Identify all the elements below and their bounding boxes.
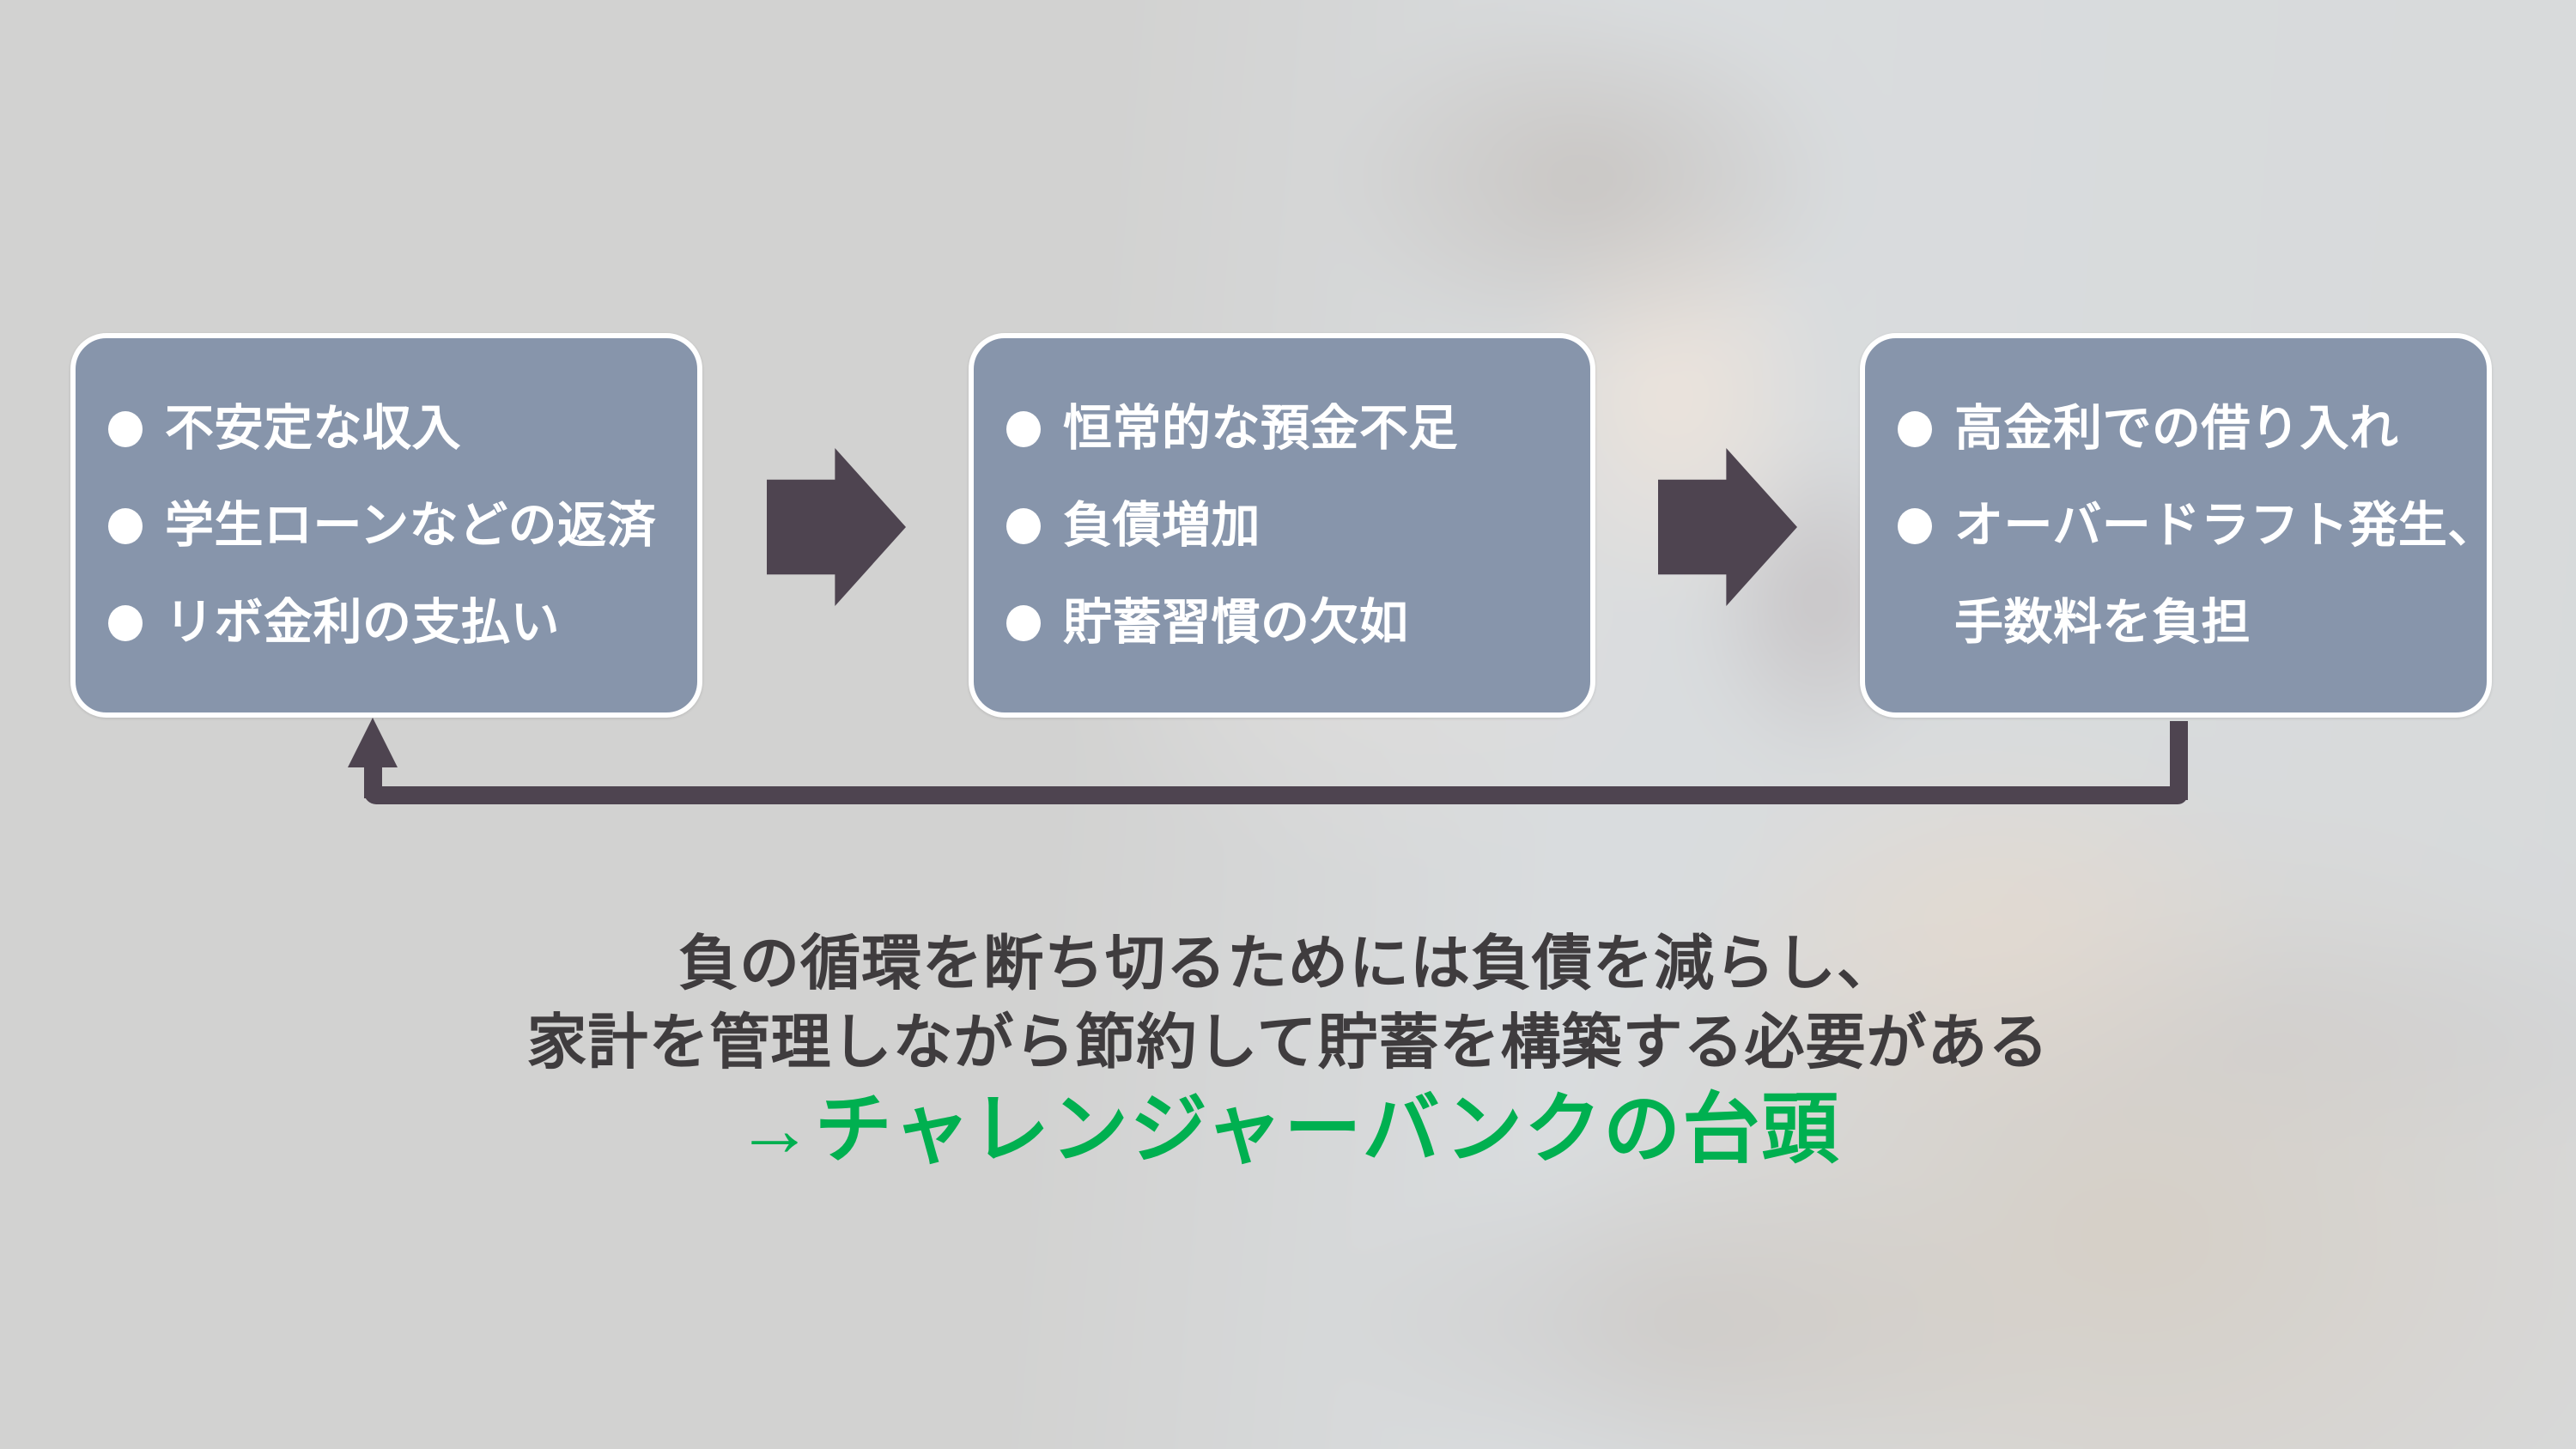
list-item: オーバードラフト発生、 手数料を負担 bbox=[1898, 477, 2492, 671]
list-item: 恒常的な預金不足 bbox=[1006, 380, 1573, 477]
up-arrowhead-icon bbox=[348, 718, 398, 767]
bullet-text: リボ金利の支払い bbox=[165, 594, 560, 650]
summary-line-1: 負の循環を断ち切るためには負債を減らし、 bbox=[678, 930, 1898, 997]
bullet-text: オーバードラフト発生、 手数料を負担 bbox=[1954, 497, 2492, 650]
bullet-icon bbox=[108, 604, 143, 641]
bullet-text: 高金利での借り入れ bbox=[1954, 400, 2399, 456]
loop-segment-horizontal bbox=[364, 786, 2188, 804]
list-item: 貯蓄習慣の欠如 bbox=[1006, 574, 1573, 671]
list-item: 負債増加 bbox=[1006, 477, 1573, 574]
bullet-icon bbox=[1006, 507, 1041, 544]
bullet-icon bbox=[1006, 604, 1041, 641]
bullet-list: 高金利での借り入れ オーバードラフト発生、 手数料を負担 bbox=[1865, 380, 2492, 671]
bullet-text: 学生ローンなどの返済 bbox=[165, 497, 657, 553]
loop-segment-right-vertical bbox=[2170, 721, 2188, 800]
bullet-icon bbox=[1006, 410, 1041, 447]
bullet-icon bbox=[1898, 410, 1932, 447]
bullet-text: 貯蓄習慣の欠如 bbox=[1063, 594, 1409, 650]
bullet-list: 不安定な収入 学生ローンなどの返済 リボ金利の支払い bbox=[76, 380, 697, 671]
list-item: 高金利での借り入れ bbox=[1898, 380, 2487, 477]
bullet-icon bbox=[108, 507, 143, 544]
loop-segment-left-vertical bbox=[364, 762, 382, 798]
bullet-list: 恒常的な預金不足 負債増加 貯蓄習慣の欠如 bbox=[974, 380, 1590, 671]
bullet-icon bbox=[1898, 507, 1932, 544]
flow-box-deposit-shortage: 恒常的な預金不足 負債増加 貯蓄習慣の欠如 bbox=[969, 333, 1595, 718]
bullet-icon bbox=[108, 410, 143, 447]
summary-text-block: 負の循環を断ち切るためには負債を減らし、 家計を管理しながら節約して貯蓄を構築す… bbox=[0, 924, 2576, 1178]
bullet-text: 負債増加 bbox=[1063, 497, 1261, 553]
summary-highlight-green: →チャレンジャーバンクの台頭 bbox=[735, 1087, 1841, 1173]
bullet-text: 恒常的な預金不足 bbox=[1063, 400, 1458, 456]
list-item: 学生ローンなどの返済 bbox=[108, 477, 680, 574]
list-item: 不安定な収入 bbox=[108, 380, 680, 477]
summary-line-2: 家計を管理しながら節約して貯蓄を構築する必要がある bbox=[526, 1009, 2050, 1076]
flow-box-income-problems: 不安定な収入 学生ローンなどの返済 リボ金利の支払い bbox=[70, 333, 702, 718]
list-item: リボ金利の支払い bbox=[108, 574, 680, 671]
flow-box-high-interest-borrowing: 高金利での借り入れ オーバードラフト発生、 手数料を負担 bbox=[1860, 333, 2492, 718]
bullet-text: 不安定な収入 bbox=[165, 400, 461, 456]
